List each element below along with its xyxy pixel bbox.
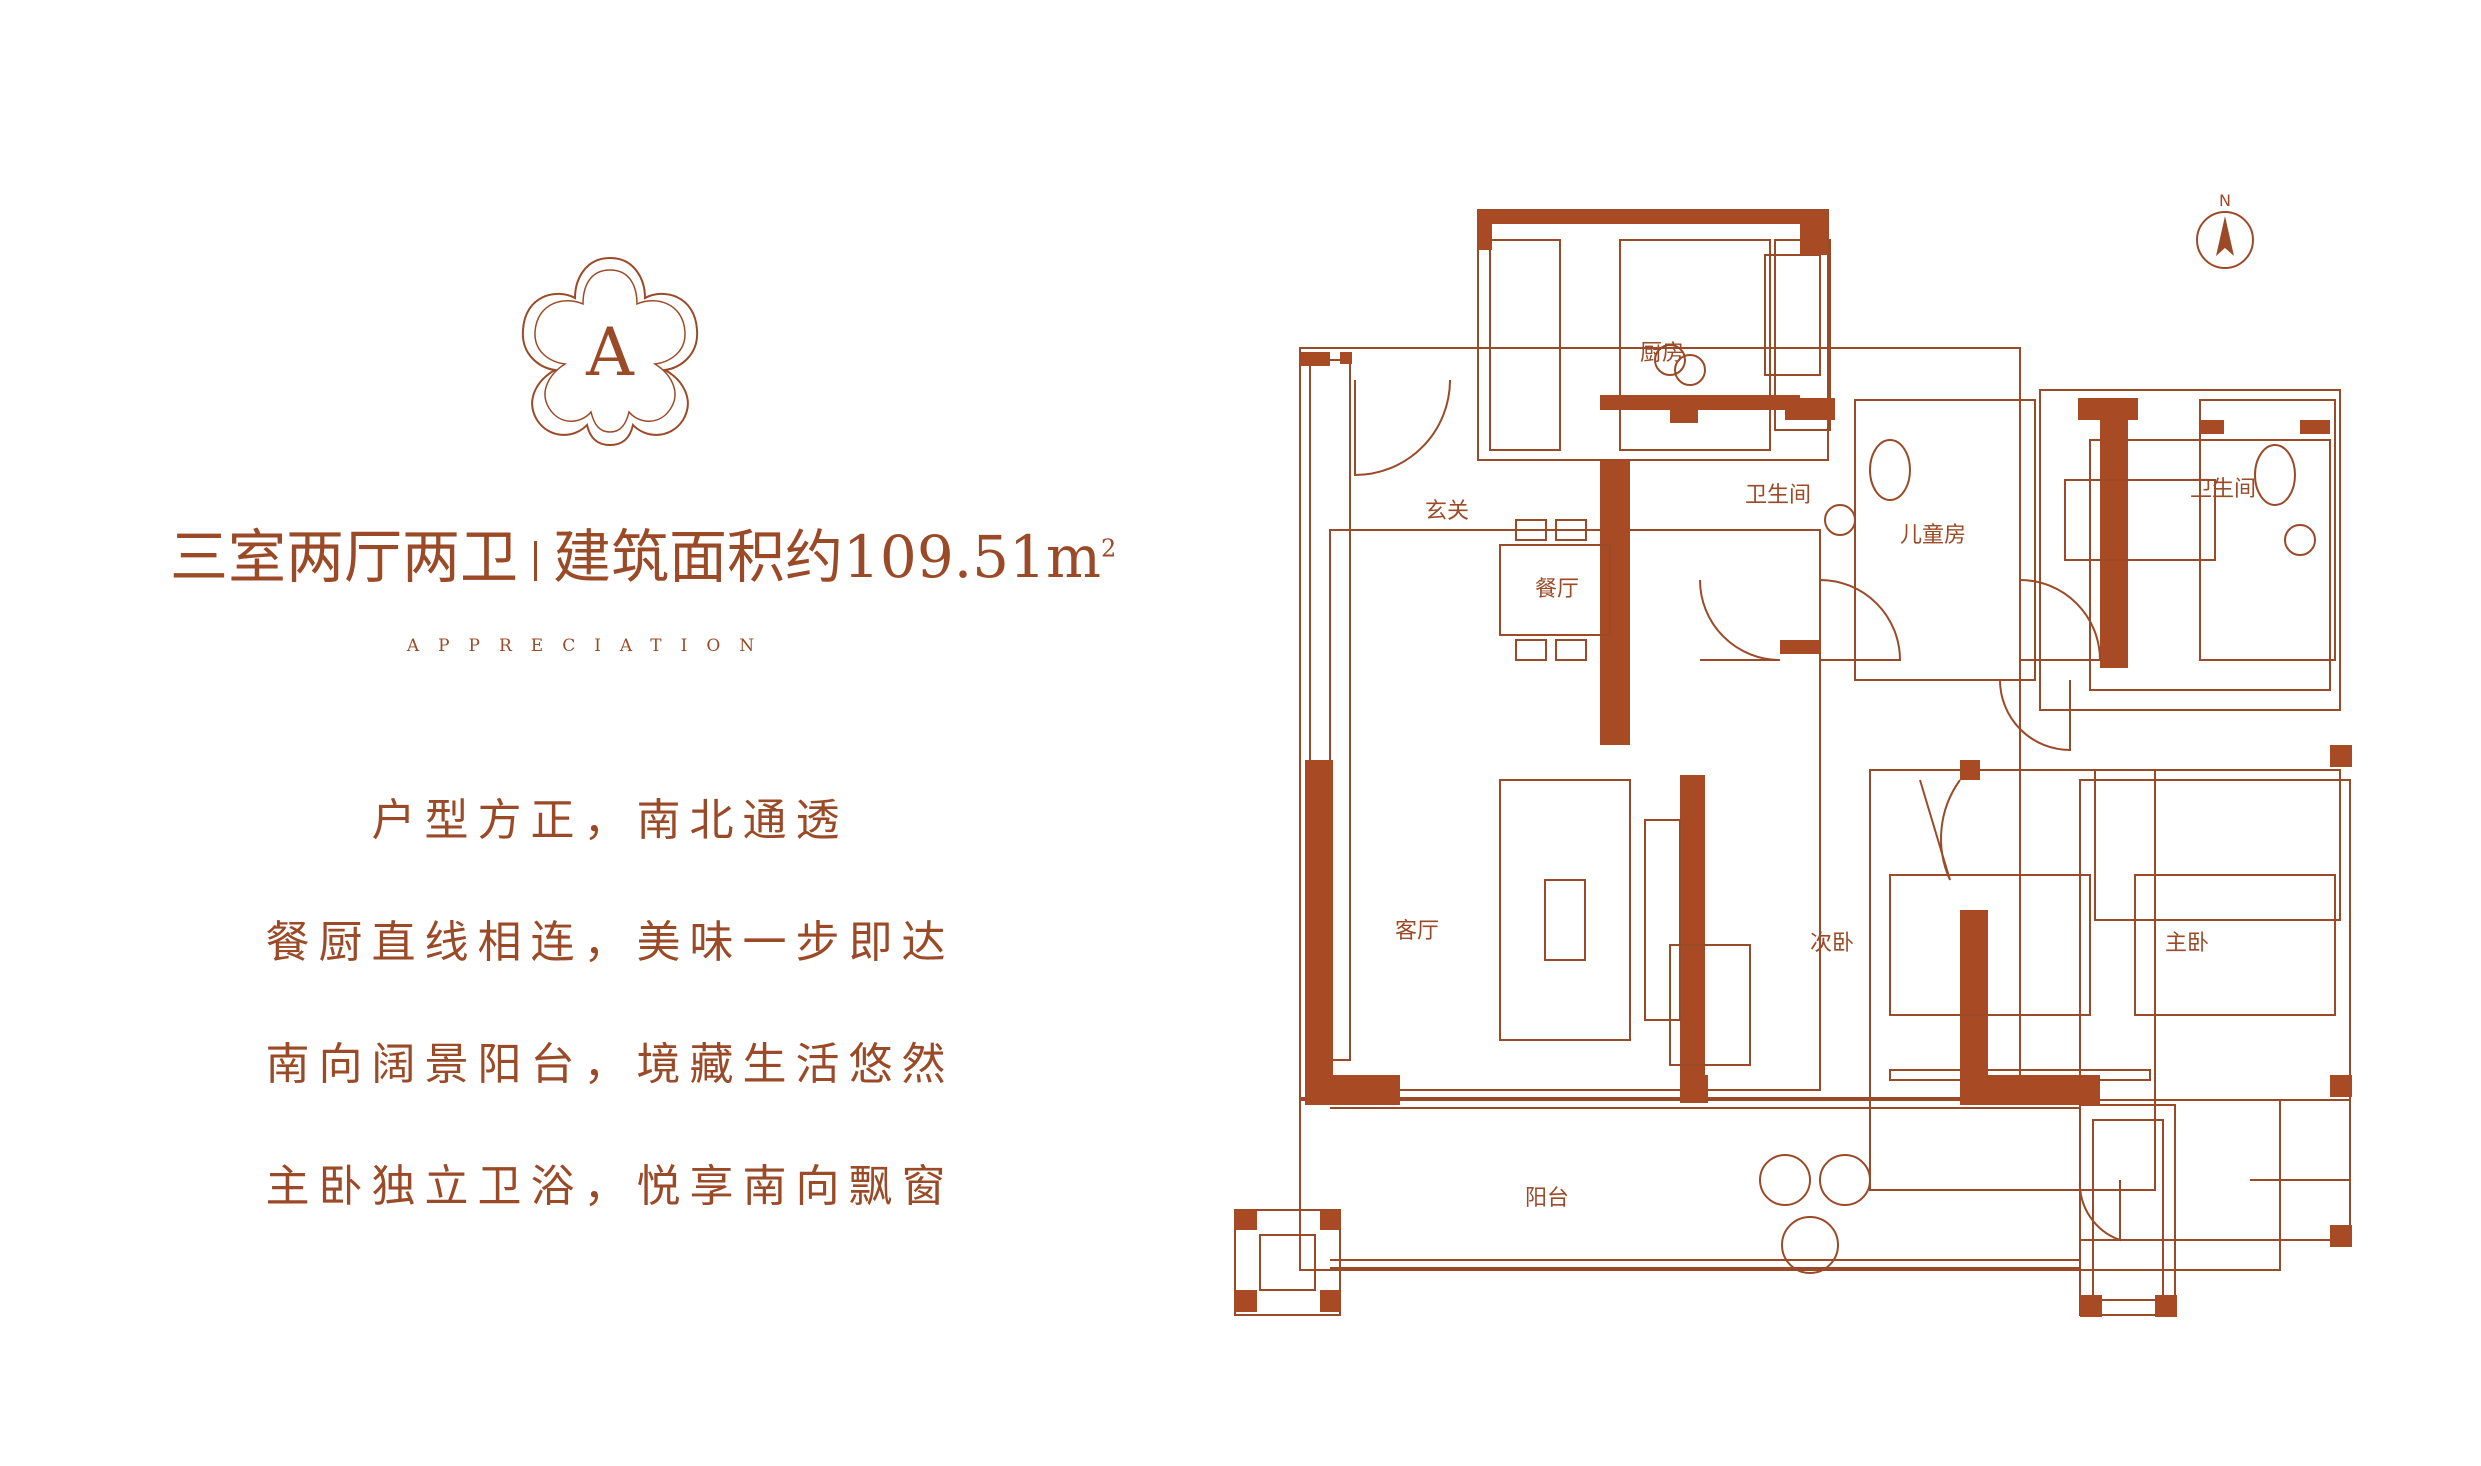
washbasin — [1824, 504, 1856, 536]
type-a-badge: A — [521, 256, 699, 447]
second-bed — [1669, 944, 1751, 1066]
balcony-table — [1781, 1216, 1839, 1274]
feature-item: 餐厨直线相连，美味一步即达 — [265, 917, 955, 968]
room-label-entry: 玄关 — [1425, 499, 1469, 524]
washbasin — [2284, 524, 2316, 556]
area-text: 建筑面积约109.51 — [553, 523, 1046, 591]
compass-icon: N — [2196, 191, 2254, 269]
dining-table — [1499, 544, 1611, 636]
kids-bed — [2064, 479, 2216, 561]
headline: 三室两厅两卫建筑面积约109.51m2 — [170, 510, 1116, 594]
sofa — [1644, 819, 1681, 1021]
feature-item: 南向阔景阳台，境藏生活悠然 — [265, 1039, 955, 1090]
toilet — [1869, 439, 1911, 501]
furniture — [1499, 344, 2336, 1274]
floor-plan: N 厨房 玄关 餐厅 卫生间 儿童房 卫生间 客厅 次卧 主卧 阳台 — [1234, 191, 2352, 1317]
coffee-table — [1544, 879, 1586, 961]
area-unit-superscript: 2 — [1100, 534, 1117, 563]
structural-walls — [1235, 210, 2352, 1317]
badge-letter: A — [585, 314, 635, 391]
master-bed — [2134, 874, 2336, 1016]
room-label-balcony: 阳台 — [1525, 1186, 1569, 1211]
area-unit: m — [1045, 523, 1101, 591]
room-label-second-bedroom: 次卧 — [1810, 931, 1854, 956]
second-bed-frame — [1889, 874, 2091, 1016]
compass-north-label: N — [2219, 191, 2231, 210]
living-rug — [1499, 779, 1631, 1041]
toilet — [2254, 444, 2296, 506]
headline-divider — [534, 541, 538, 581]
subtitle: APPRECIATION — [406, 636, 774, 656]
room-label-kitchen: 厨房 — [1640, 341, 1684, 366]
room-label-master-bedroom: 主卧 — [2165, 931, 2209, 956]
feature-list: 户型方正，南北通透 餐厨直线相连，美味一步即达 南向阔景阳台，境藏生活悠然 主卧… — [230, 790, 990, 1278]
feature-item: 户型方正，南北通透 — [371, 795, 849, 846]
door-swings — [1354, 379, 2121, 1242]
room-label-living: 客厅 — [1395, 919, 1439, 944]
thin-walls — [1234, 209, 2351, 1316]
room-label-bath-public: 卫生间 — [1745, 483, 1811, 508]
room-label-kids-room: 儿童房 — [1900, 523, 1966, 548]
feature-item: 主卧独立卫浴，悦享南向飘窗 — [265, 1161, 955, 1212]
room-label-dining: 餐厅 — [1535, 577, 1579, 602]
layout-summary: 三室两厅两卫 — [170, 523, 519, 591]
room-label-bath-master: 卫生间 — [2190, 477, 2256, 502]
